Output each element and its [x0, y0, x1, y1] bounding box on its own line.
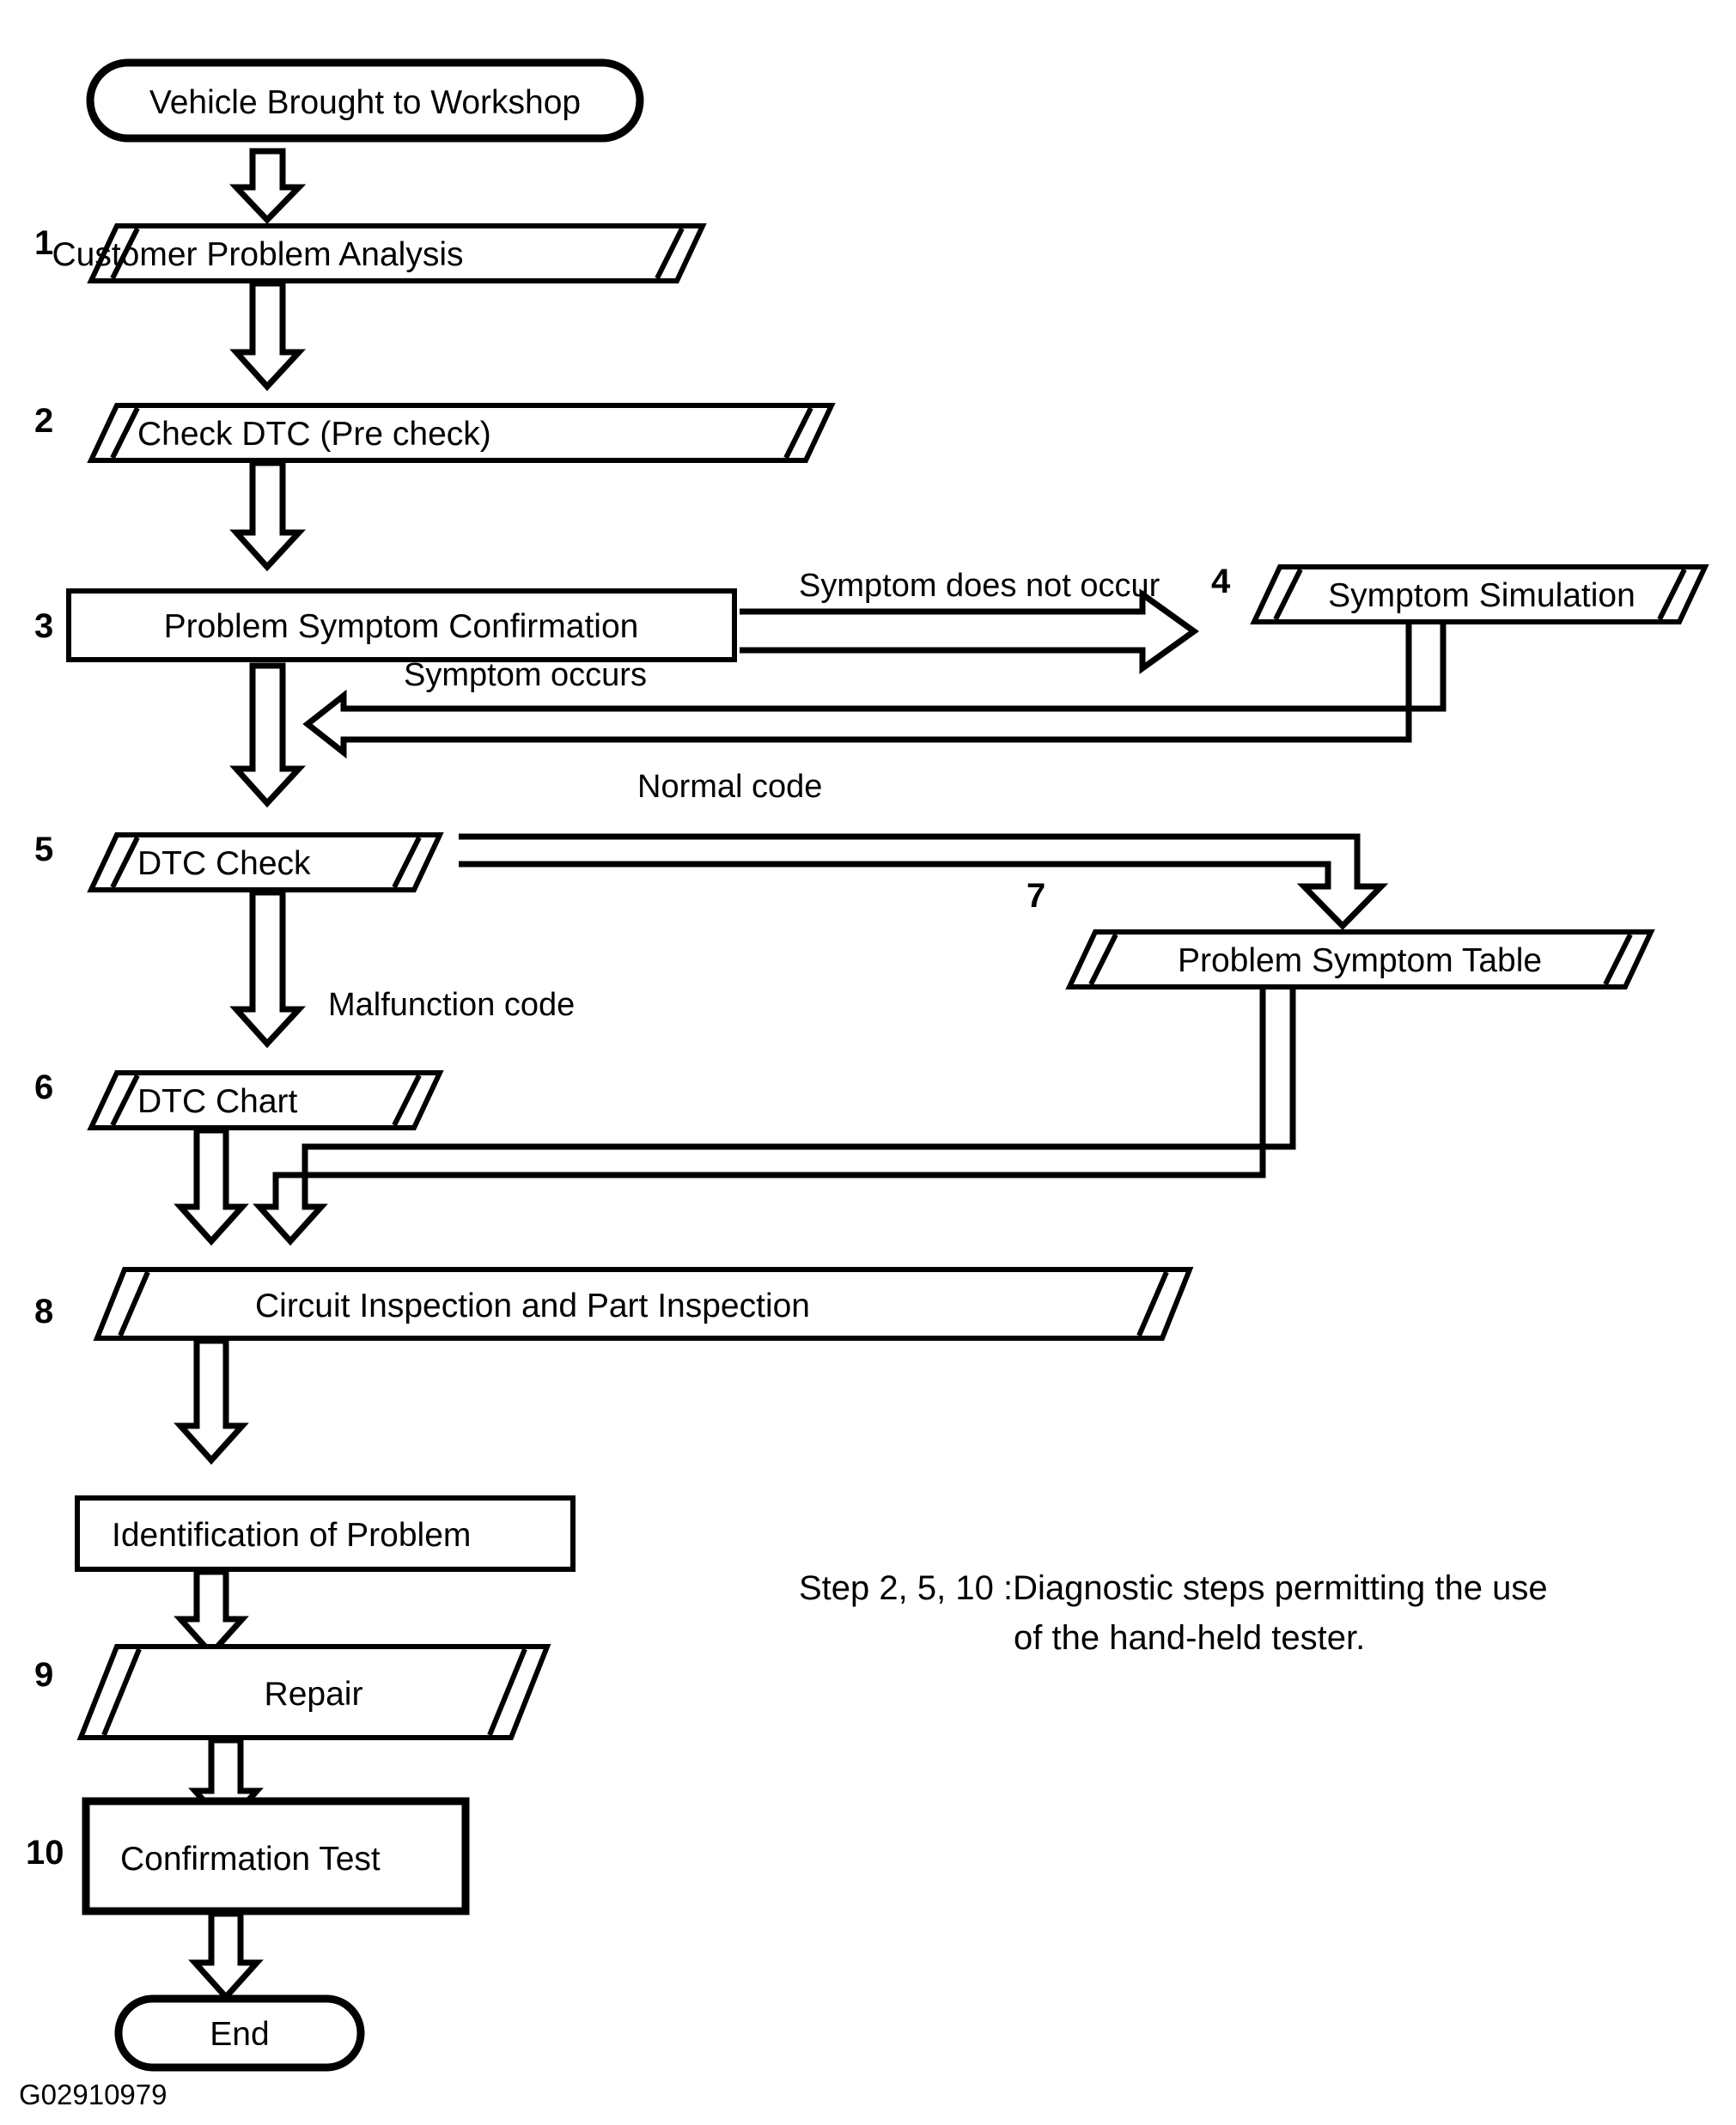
node-7-right-slash: [1603, 933, 1633, 986]
node-8-parallelogram: [93, 1267, 1194, 1341]
node-5-right-slash: [392, 836, 422, 889]
step-number-6: 6: [34, 1069, 53, 1106]
arrow-identification-to-9: [174, 1568, 249, 1659]
node-5-left-slash: [110, 836, 140, 889]
node-9-right-slash: [487, 1647, 527, 1737]
node-6: 6 DTC Chart: [34, 1069, 444, 1130]
step-number-2: 2: [34, 402, 53, 440]
arrow-4-to-3: Symptom occurs: [302, 624, 1447, 759]
identification-rect: [75, 1495, 576, 1572]
node-2-parallelogram: [87, 403, 836, 463]
node-4-right-slash: [1657, 568, 1687, 621]
down-arrow-icon: [174, 1568, 249, 1659]
step-number-5: 5: [34, 831, 53, 868]
arrow-7-to-8: [253, 989, 1296, 1246]
down-arrow-icon: [228, 148, 307, 225]
node-4-label: Symptom Simulation: [1328, 577, 1635, 614]
edge-label-symptom-occurs: Symptom occurs: [404, 657, 647, 693]
node-8-left-slash: [118, 1270, 150, 1337]
node-5-parallelogram: [87, 832, 444, 892]
node-6-label: DTC Chart: [137, 1083, 298, 1120]
node-5-label: DTC Check: [137, 845, 311, 882]
node-3-label: Problem Symptom Confirmation: [164, 608, 639, 645]
node-3-rect: [66, 588, 737, 662]
arrow-3-to-4: Symptom does not occur: [740, 568, 1200, 674]
node-9-label: Repair: [265, 1676, 363, 1713]
node-1: 1 Customer Problem Analysis: [34, 223, 707, 283]
edge-label-malfunction-code: Malfunction code: [328, 987, 575, 1023]
step-number-4: 4: [1211, 563, 1231, 600]
node-end: End: [114, 1994, 365, 2072]
node-1-left-slash: [110, 227, 140, 280]
node-2: 2 Check DTC (Pre check): [34, 402, 836, 463]
down-arrow-icon: [229, 280, 307, 392]
step-number-7: 7: [1026, 877, 1045, 915]
node-9-left-slash: [101, 1647, 142, 1737]
down-arrow-icon: [229, 662, 307, 808]
arrow-8-to-identification: [174, 1337, 249, 1465]
note-line-2: of the hand-held tester.: [1014, 1619, 1365, 1657]
node-10-rect: [82, 1797, 470, 1915]
node-4: 4 Symptom Simulation: [1211, 563, 1709, 624]
end-label: End: [210, 2016, 269, 2053]
figure-code: G02910979: [19, 2079, 168, 2110]
node-10: 10 Confirmation Test: [26, 1797, 470, 1915]
node-6-left-slash: [110, 1074, 140, 1127]
node-3: 3 Problem Symptom Confirmation: [34, 588, 737, 662]
down-arrow-icon: [174, 1337, 249, 1465]
node-start: Vehicle Brought to Workshop: [86, 58, 644, 143]
edge-label-normal-code: Normal code: [637, 769, 822, 805]
node-1-label: Customer Problem Analysis: [52, 236, 463, 273]
node-4-left-slash: [1273, 568, 1303, 621]
node-8: 8 Circuit Inspection and Part Inspection: [34, 1267, 1194, 1341]
note-block: Step 2, 5, 10 :Diagnostic steps permitti…: [799, 1569, 1548, 1657]
node-8-label: Circuit Inspection and Part Inspection: [255, 1288, 810, 1324]
node-9: 9 Repair: [34, 1644, 551, 1740]
note-line-1: Step 2, 5, 10 :Diagnostic steps permitti…: [799, 1569, 1548, 1607]
arrow-5-to-7: Normal code: [459, 769, 1389, 931]
node-5: 5 DTC Check: [34, 831, 444, 892]
down-arrow-icon: [229, 889, 307, 1049]
node-9-parallelogram: [76, 1644, 551, 1740]
node-1-right-slash: [655, 227, 685, 280]
down-arrow-icon: [174, 1127, 249, 1246]
down-arrow-icon: [229, 460, 307, 572]
node-7-left-slash: [1088, 933, 1118, 986]
node-7: 7 Problem Symptom Table: [1026, 877, 1655, 989]
arrow-5-to-6: Malfunction code: [229, 889, 575, 1049]
node-identification: Identification of Problem: [75, 1495, 576, 1572]
step-number-3: 3: [34, 607, 53, 645]
step-number-10: 10: [26, 1834, 64, 1872]
node-4-parallelogram: [1250, 564, 1709, 624]
node-2-right-slash: [783, 406, 813, 460]
node-8-right-slash: [1136, 1270, 1169, 1337]
arrow-10-to-end: [188, 1910, 264, 2002]
arrow-start-to-1: [228, 148, 307, 225]
down-arrow-icon: [253, 989, 1296, 1246]
end-terminator-shape: [114, 1994, 365, 2072]
identification-label: Identification of Problem: [112, 1517, 471, 1554]
step-number-8: 8: [34, 1293, 53, 1330]
node-10-label: Confirmation Test: [120, 1841, 381, 1878]
node-7-label: Problem Symptom Table: [1178, 942, 1542, 979]
node-2-left-slash: [110, 406, 140, 460]
node-1-parallelogram: [87, 223, 707, 283]
node-6-parallelogram: [87, 1070, 444, 1130]
left-arrow-icon: [302, 624, 1447, 759]
step-number-9: 9: [34, 1656, 53, 1694]
node-7-parallelogram: [1065, 929, 1655, 989]
down-arrow-icon: [188, 1910, 264, 2002]
node-6-right-slash: [392, 1074, 422, 1127]
arrow-6-to-8: [174, 1127, 249, 1246]
right-arrow-icon: [740, 588, 1200, 674]
start-terminator-shape: [86, 58, 644, 143]
arrow-1-to-2: [229, 280, 307, 392]
arrow-2-to-3: [229, 460, 307, 572]
node-2-label: Check DTC (Pre check): [137, 416, 491, 453]
arrow-3-to-5: [229, 662, 307, 808]
edge-label-symptom-does-not-occur: Symptom does not occur: [799, 568, 1160, 604]
step-number-1: 1: [34, 224, 53, 262]
start-label: Vehicle Brought to Workshop: [149, 84, 581, 121]
down-arrow-icon: [459, 833, 1389, 931]
